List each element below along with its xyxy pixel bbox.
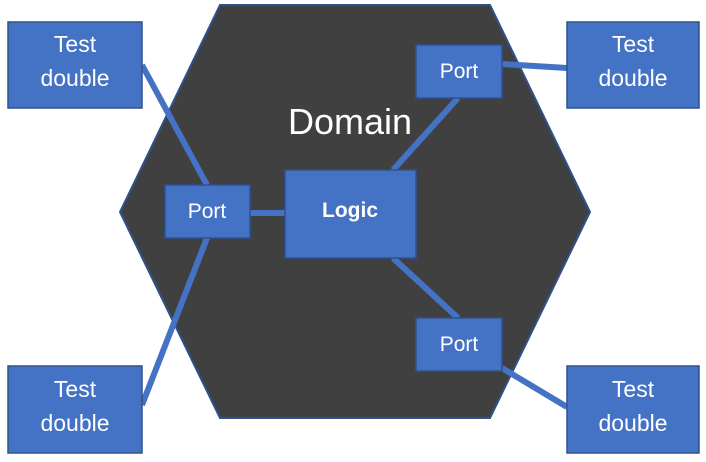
- test-double-bottom-left-line1: Test: [54, 376, 97, 402]
- port-top-right-shape: [415, 44, 503, 99]
- test-double-top-left-line2: double: [40, 65, 109, 91]
- logic-box: Logic: [284, 169, 417, 259]
- domain-label: Domain: [288, 101, 412, 142]
- test-double-bottom-left-line2: double: [40, 410, 109, 436]
- connector-logic-to-port-bottom-right: [390, 255, 461, 321]
- test-double-bottom-left: Test double: [7, 365, 143, 454]
- test-double-top-right: Test double: [566, 21, 700, 109]
- test-double-top-left: Test double: [7, 21, 143, 109]
- test-double-top-right-shape: [566, 21, 700, 109]
- logic-box-shape: [284, 169, 417, 259]
- test-double-bottom-right-shape: [566, 365, 700, 454]
- connector-logic-to-port-top-right: [390, 95, 461, 173]
- port-top-right-label: Port: [440, 60, 479, 83]
- connector-test-double-bottom-left-to-port-left: [139, 236, 210, 407]
- test-double-bottom-right: Test double: [566, 365, 700, 454]
- test-double-bottom-left-shape: [7, 365, 143, 454]
- connector-port-top-right-to-test-double-top-right: [501, 61, 568, 71]
- port-bottom-right: Port: [415, 317, 503, 372]
- test-double-top-left-line1: Test: [54, 31, 97, 57]
- port-top-right: Port: [415, 44, 503, 99]
- port-bottom-right-label: Port: [440, 333, 479, 356]
- port-left: Port: [164, 184, 251, 239]
- connector-test-double-top-left-to-port-left: [139, 63, 210, 187]
- connector-port-bottom-right-to-test-double-bottom-right: [500, 365, 569, 410]
- port-left-shape: [164, 184, 251, 239]
- test-double-bottom-right-line1: Test: [612, 376, 655, 402]
- logic-label: Logic: [322, 199, 378, 222]
- test-double-bottom-right-line2: double: [598, 410, 667, 436]
- test-double-top-right-line2: double: [598, 65, 667, 91]
- test-double-top-left-shape: [7, 21, 143, 109]
- port-left-label: Port: [188, 200, 227, 223]
- test-double-top-right-line1: Test: [612, 31, 655, 57]
- port-bottom-right-shape: [415, 317, 503, 372]
